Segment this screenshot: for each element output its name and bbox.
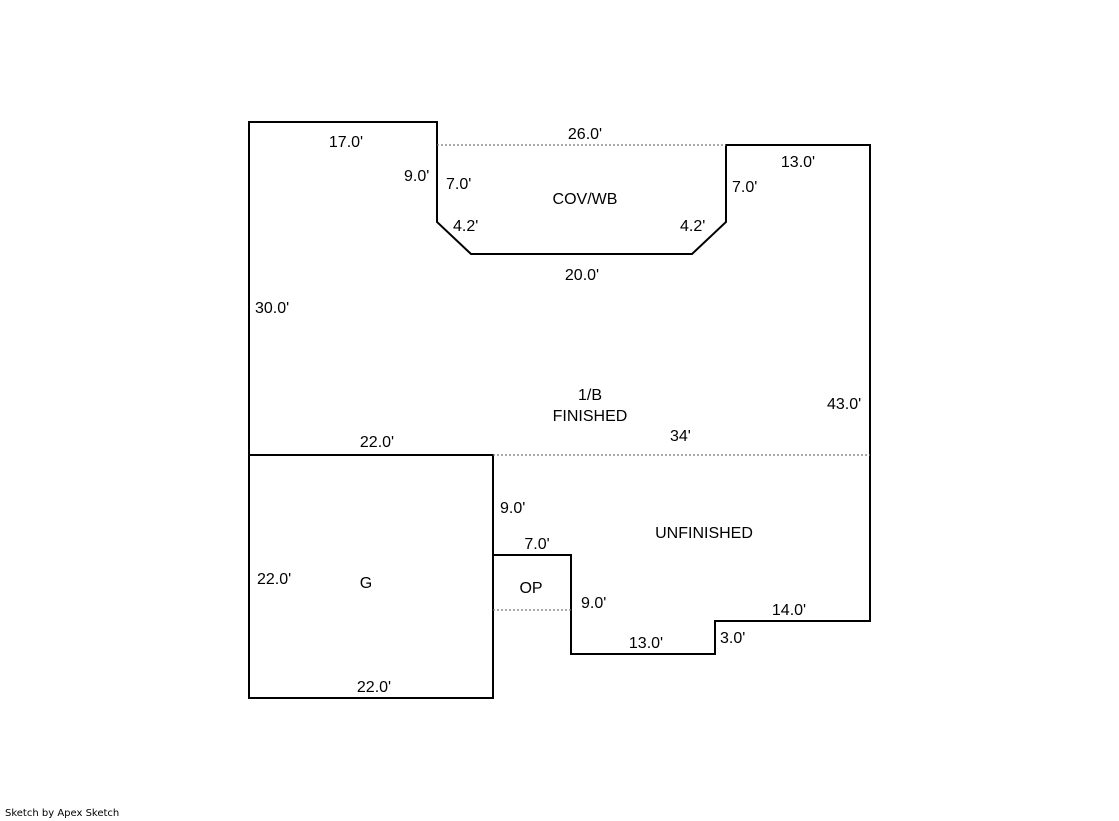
dimension-labels: 17.0' 26.0' 13.0' 9.0' 7.0' 7.0' 4.2' 4.… xyxy=(255,126,861,696)
garage-outline xyxy=(248,454,494,699)
dim-step: 3.0' xyxy=(720,630,745,647)
sketch-credit: Sketch by Apex Sketch xyxy=(5,808,120,819)
dim-right-wall: 43.0' xyxy=(827,396,861,413)
dim-bottom-right: 14.0' xyxy=(772,602,806,619)
dim-garage-bottom: 22.0' xyxy=(357,679,391,696)
dim-left-wall: 30.0' xyxy=(255,300,289,317)
area-garage: G xyxy=(360,575,372,592)
dim-cov-left: 7.0' xyxy=(446,176,471,193)
area-cov-wb: COV/WB xyxy=(553,191,618,208)
dim-top-left: 17.0' xyxy=(329,134,363,151)
dim-garage-left: 22.0' xyxy=(257,571,291,588)
area-labels: COV/WB 1/B FINISHED UNFINISHED G OP xyxy=(360,191,753,597)
dim-cov-diag-right: 4.2' xyxy=(680,218,705,235)
area-unfinished: UNFINISHED xyxy=(655,525,753,542)
dim-cov-right: 7.0' xyxy=(732,179,757,196)
dim-top-right: 13.0' xyxy=(781,154,815,171)
dim-op-top: 7.0' xyxy=(524,536,549,553)
area-op: OP xyxy=(519,580,542,597)
dim-garage-right-upper: 9.0' xyxy=(500,500,525,517)
dim-bottom-mid: 13.0' xyxy=(629,635,663,652)
walls xyxy=(248,121,871,699)
area-main-line2: FINISHED xyxy=(553,408,628,425)
dim-cov-bottom: 20.0' xyxy=(565,267,599,284)
dim-cov-top: 26.0' xyxy=(568,126,602,143)
dim-garage-top: 22.0' xyxy=(360,434,394,451)
dim-divider: 34' xyxy=(670,428,691,445)
area-main-line1: 1/B xyxy=(578,387,602,404)
dim-cov-diag-left: 4.2' xyxy=(453,218,478,235)
dim-op-right: 9.0' xyxy=(581,595,606,612)
dim-left-notch: 9.0' xyxy=(404,168,429,185)
